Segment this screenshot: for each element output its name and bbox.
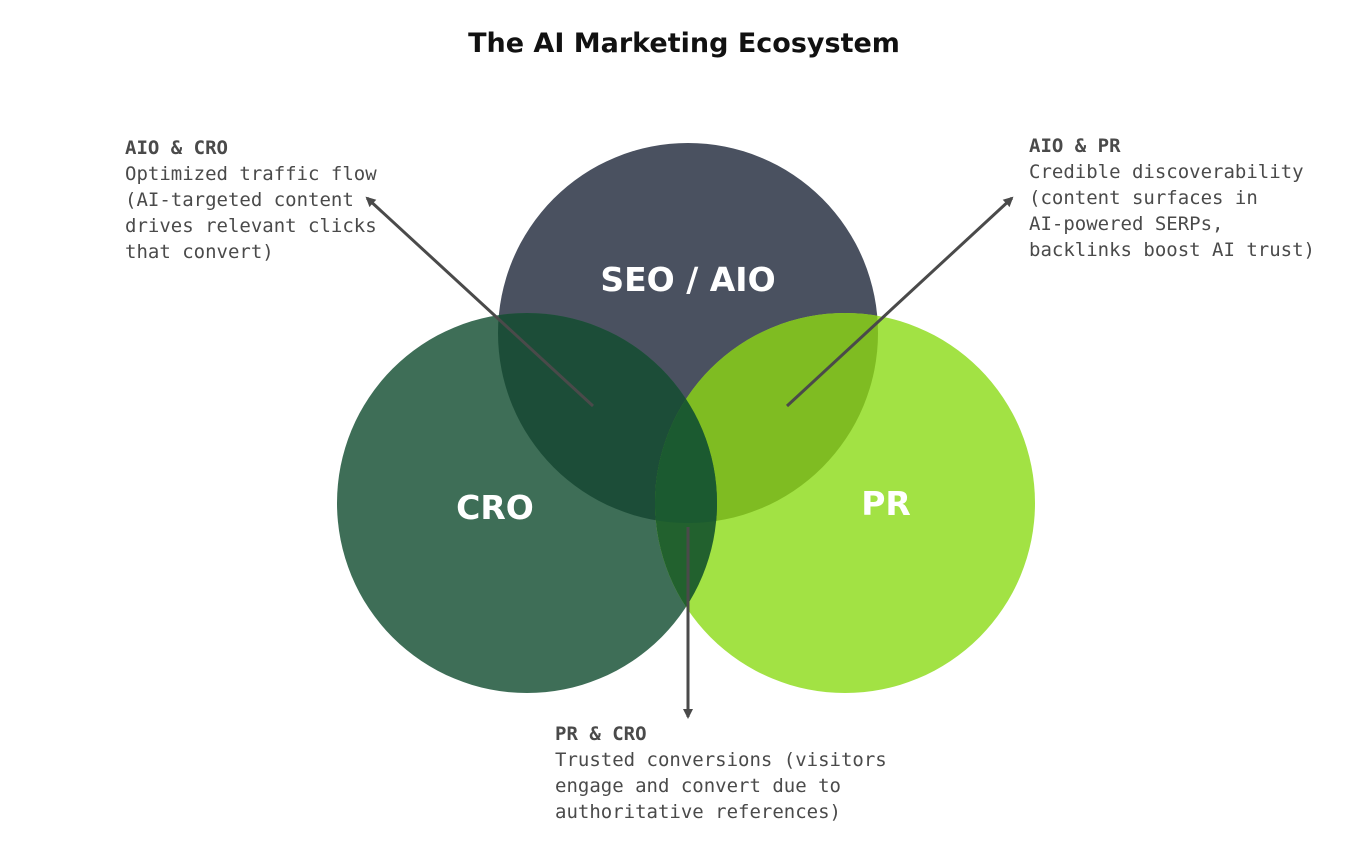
cro-label: CRO (456, 488, 534, 527)
callout-aio-cro: AIO & CRO Optimized traffic flow (AI-tar… (125, 135, 377, 265)
callout-pr-cro-body: Trusted conversions (visitors engage and… (555, 749, 887, 823)
arrow-aio-cro (365, 196, 595, 408)
pr-label: PR (861, 484, 911, 523)
arrow-aio-pr (785, 196, 1014, 408)
seo-aio-label: SEO / AIO (600, 260, 775, 299)
callout-aio-cro-body: Optimized traffic flow (AI-targeted cont… (125, 163, 377, 263)
callout-pr-cro-heading: PR & CRO (555, 723, 647, 745)
callout-aio-pr-body: Credible discoverability (content surfac… (1029, 161, 1315, 261)
callout-aio-pr-heading: AIO & PR (1029, 135, 1121, 157)
callout-pr-cro: PR & CRO Trusted conversions (visitors e… (555, 721, 887, 825)
diagram-title: The AI Marketing Ecosystem (468, 28, 900, 59)
callout-aio-cro-heading: AIO & CRO (125, 137, 228, 159)
callout-aio-pr: AIO & PR Credible discoverability (conte… (1029, 133, 1315, 263)
